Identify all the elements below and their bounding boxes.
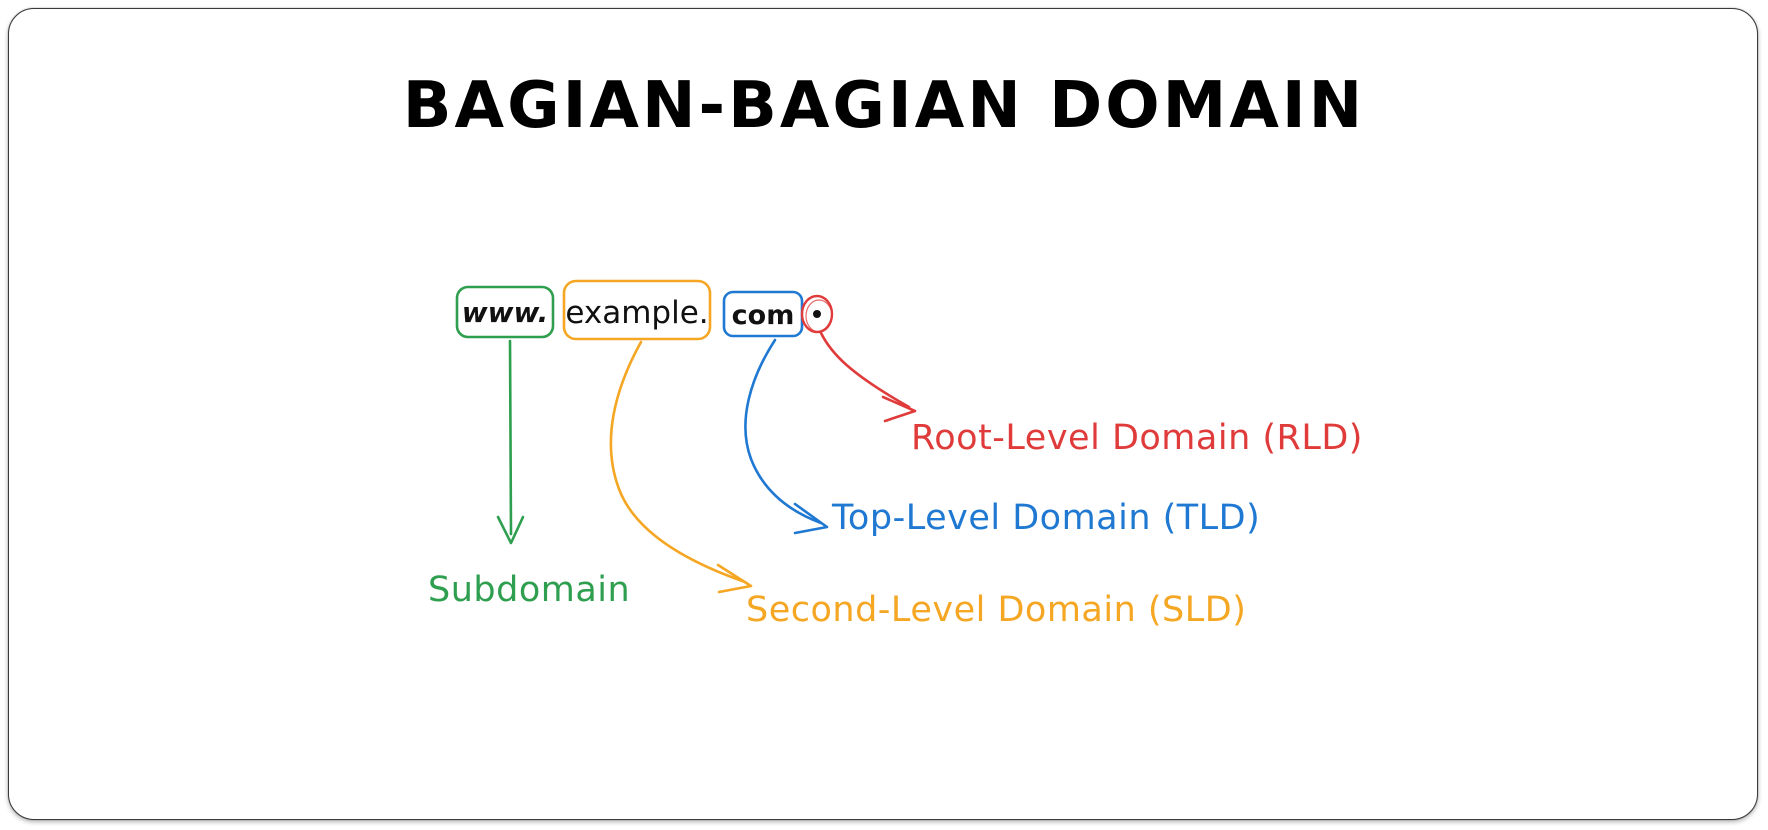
label-tld: Top-Level Domain (TLD): [831, 498, 1260, 538]
connector-rld: [819, 331, 917, 423]
tld-box[interactable]: com: [722, 290, 804, 338]
page-title: BAGIAN-BAGIAN DOMAIN: [403, 69, 1365, 143]
subdomain-box-label: www.: [462, 296, 548, 329]
label-rld: Root-Level Domain (RLD): [911, 418, 1363, 458]
connector-sld-arrowhead: [716, 563, 753, 594]
connector-tld-line: [744, 338, 823, 525]
sld-box-outline: [562, 279, 712, 341]
connector-subdomain: [496, 339, 525, 545]
domain-anatomy-diagram: BAGIAN-BAGIAN DOMAIN www. example. com: [403, 69, 1365, 630]
tld-box-label: com: [732, 300, 795, 331]
sld-box[interactable]: example.: [562, 279, 712, 341]
connector-sld: [609, 340, 753, 594]
subdomain-box-outline: [455, 285, 555, 339]
sld-box-label: example.: [565, 295, 708, 331]
connector-tld: [744, 338, 829, 535]
connector-subdomain-arrowhead: [496, 515, 525, 545]
connector-rld-arrowhead: [881, 395, 917, 423]
label-sld: Second-Level Domain (SLD): [746, 590, 1246, 630]
label-subdomain: Subdomain: [428, 570, 630, 610]
rld-dot-circle-inner: [805, 299, 833, 333]
connector-rld-line: [819, 331, 911, 409]
connector-tld-arrowhead: [793, 502, 829, 535]
connector-subdomain-line: [508, 339, 513, 536]
rld-dot-period: [813, 310, 821, 318]
connector-sld-line: [609, 340, 747, 584]
subdomain-box[interactable]: www.: [455, 285, 555, 339]
diagram-canvas: BAGIAN-BAGIAN DOMAIN www. example. com: [8, 8, 1758, 820]
rld-dot[interactable]: [800, 294, 834, 334]
